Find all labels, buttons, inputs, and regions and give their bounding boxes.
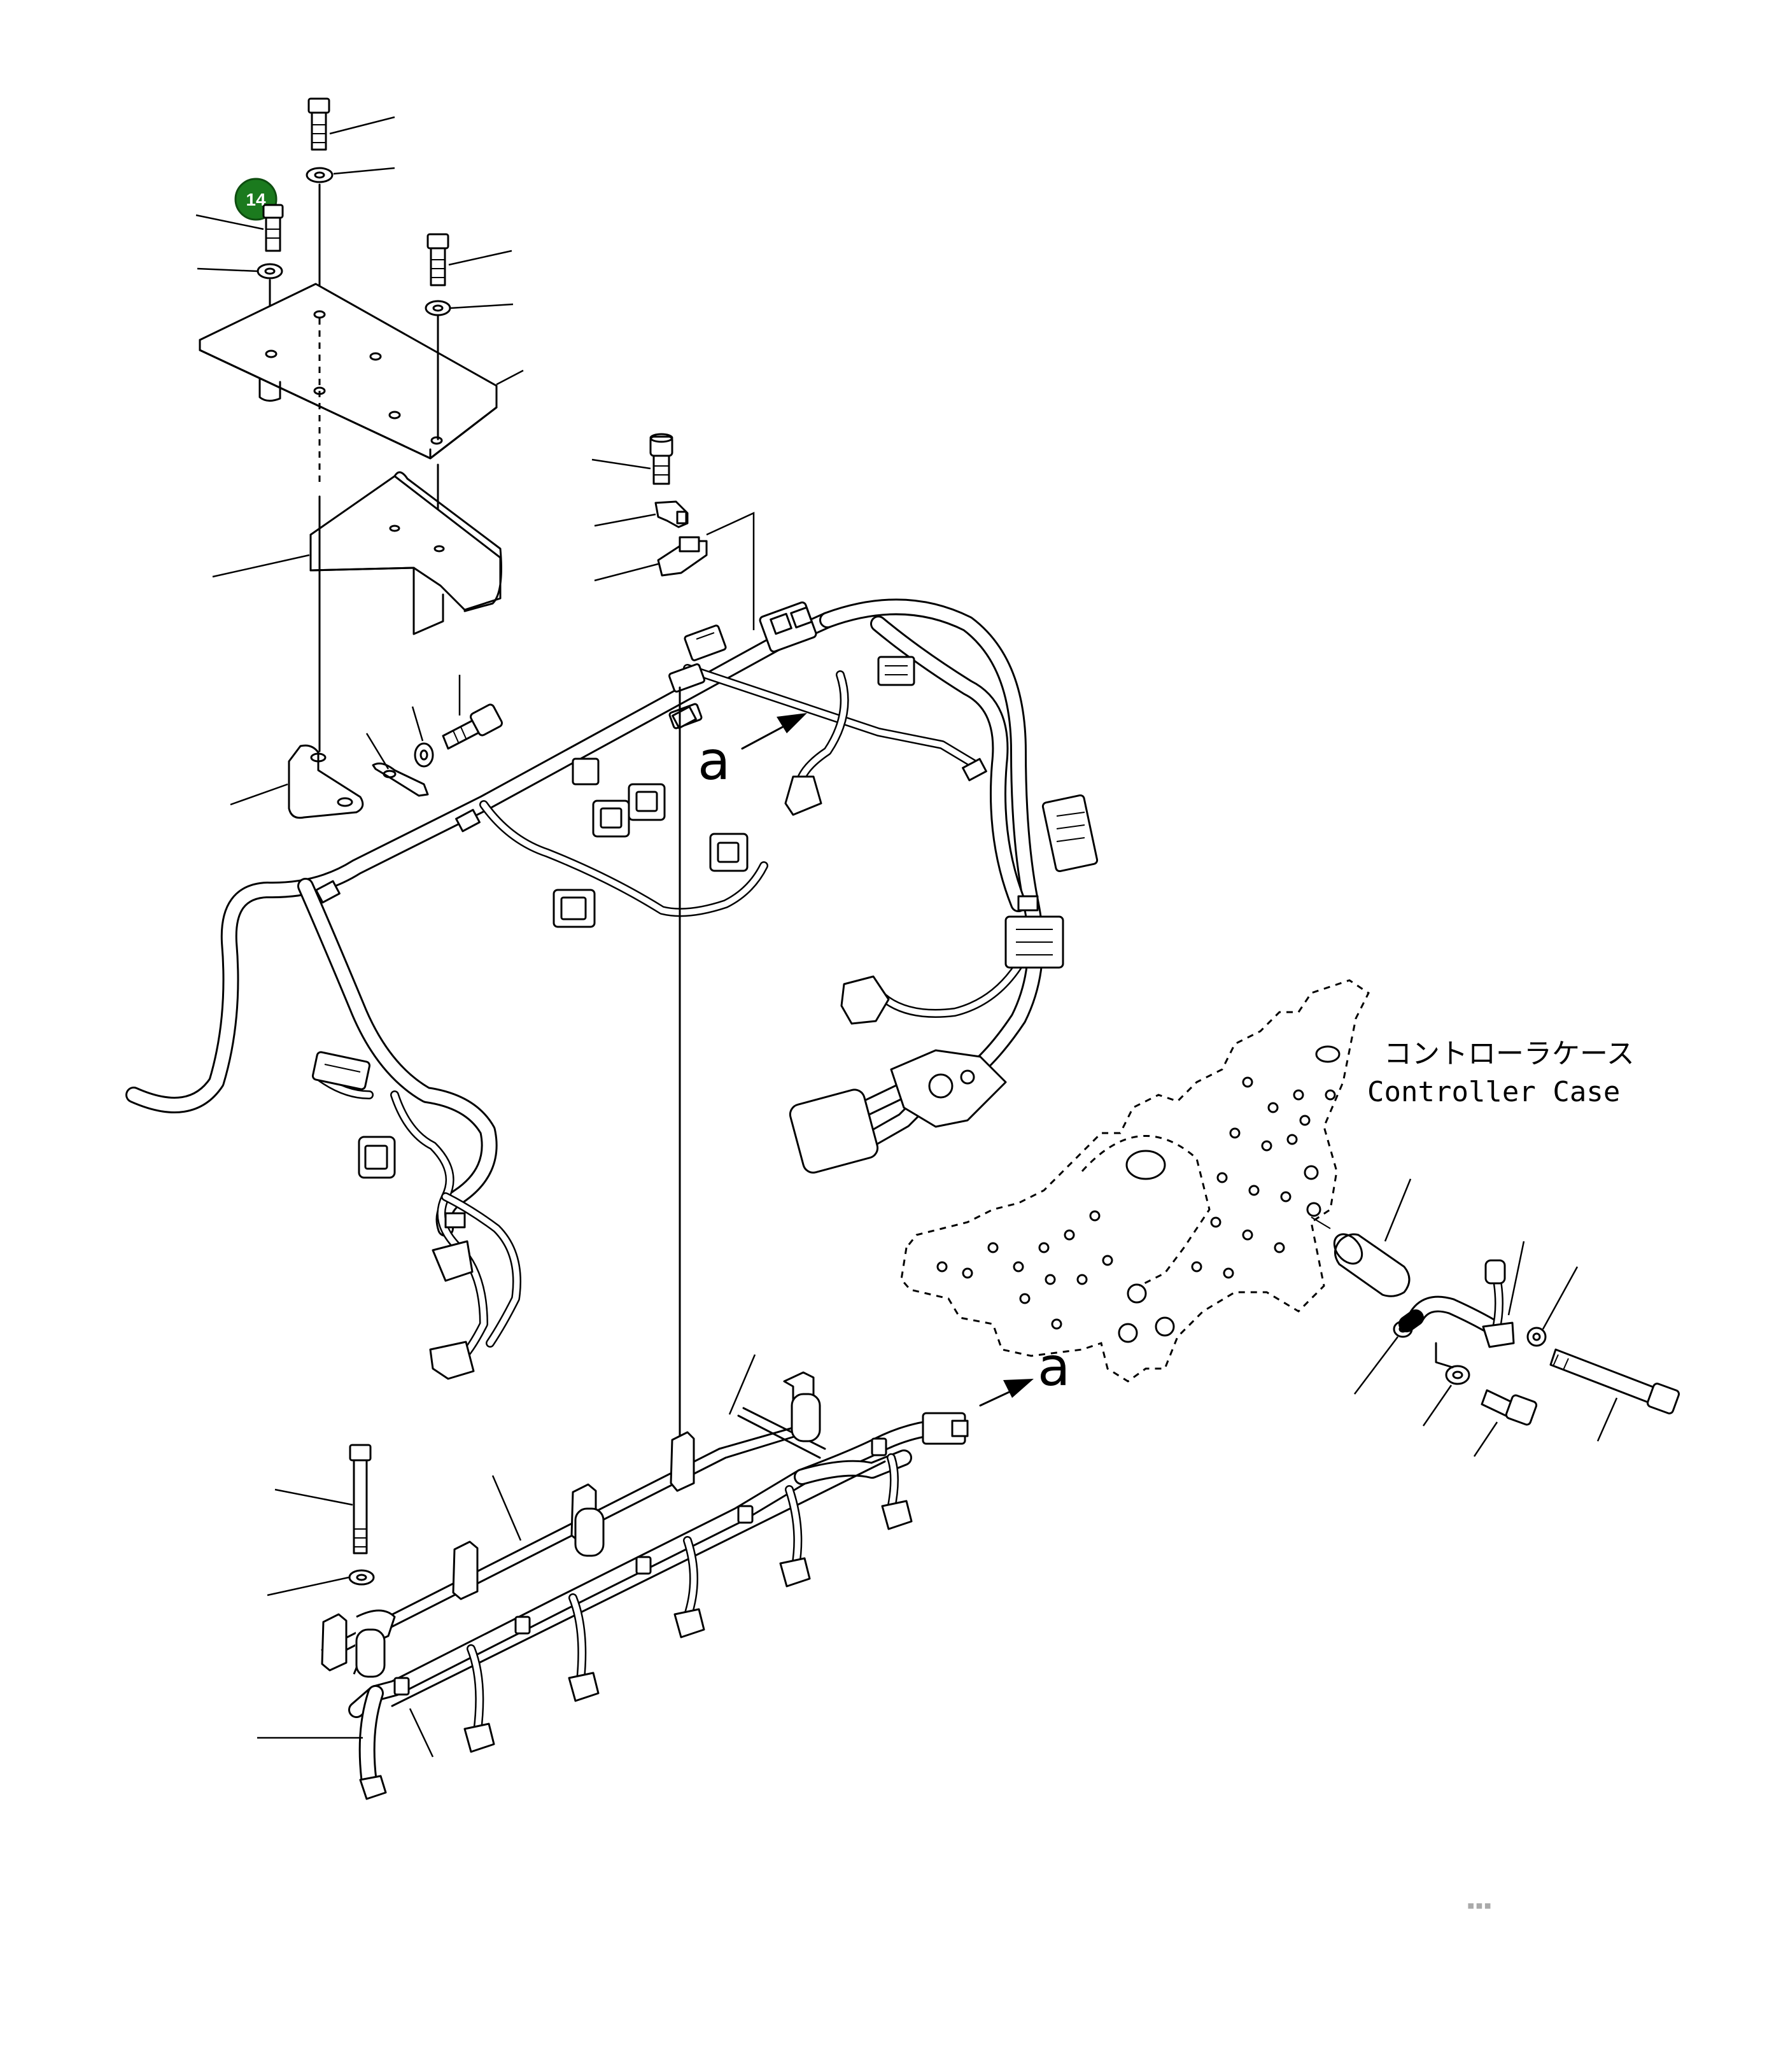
footer-mark: ▪▪▪: [1467, 1898, 1492, 1913]
connector-right-a: [1041, 794, 1099, 873]
connector-small-mid: [709, 833, 749, 872]
lower-harness: [348, 1412, 969, 1791]
bolt-top-center: [307, 97, 330, 151]
connector-right-b: [1004, 915, 1064, 969]
junction-block: [890, 1049, 1007, 1128]
washer-right-top: [425, 300, 451, 316]
view-label-upper: a: [698, 729, 730, 792]
lower-drop-connectors: [359, 1437, 913, 1800]
branch-wires: [314, 664, 1036, 1367]
view-label-lower: a: [1038, 1336, 1070, 1398]
lower-rail-frame: [321, 1371, 826, 1678]
washer-right-2: [1526, 1327, 1547, 1347]
controller-case-label-en: Controller Case: [1367, 1076, 1620, 1108]
arrow-icon-lower: [979, 1379, 1034, 1407]
washer-right-3: [1445, 1365, 1470, 1385]
long-bolt-lower: [349, 1444, 372, 1554]
clip-connector: [657, 536, 708, 577]
bolt-right-long: [1549, 1348, 1680, 1414]
arrow-icon: [741, 713, 807, 750]
mounting-plate: [199, 283, 498, 460]
connector-cluster: [572, 758, 666, 838]
connector-left-mid: [553, 889, 596, 928]
connector-lower-left-d: [429, 1341, 475, 1380]
washer-right-1: [1393, 1320, 1413, 1338]
bolt-left-14: [262, 204, 284, 252]
connector-big-left: [789, 1089, 879, 1174]
connector-top-b: [759, 601, 817, 653]
connector-top-a: [684, 624, 727, 661]
bolt-mid: [442, 703, 503, 750]
washer-left: [257, 263, 283, 279]
connector-hanging: [784, 775, 822, 816]
controller-case-label-jp: コントローラケース: [1384, 1038, 1635, 1070]
angle-bracket: [288, 744, 364, 819]
ground-cable: [1398, 1259, 1515, 1348]
harness-clamps: [315, 705, 1039, 1229]
svg-text:▪▪▪: ▪▪▪: [1467, 1898, 1492, 1913]
washer-mid: [414, 742, 434, 768]
connector-top-c: [877, 656, 915, 686]
connector-right-c: [840, 975, 890, 1025]
u-bracket: [309, 471, 502, 635]
connector-lower-left: [311, 1051, 371, 1090]
clip-plate: [654, 500, 689, 528]
connector-lower-left-b: [358, 1136, 396, 1179]
connector-mid-a: [668, 663, 705, 693]
bolt-right-short: [1481, 1389, 1538, 1426]
washer-top-center: [306, 167, 334, 183]
bolt-right-top: [426, 233, 449, 286]
controller-case-plate: [900, 979, 1370, 1383]
small-clamp: [372, 762, 429, 797]
washer-lower: [348, 1569, 375, 1586]
connector-lower-left-c: [432, 1240, 474, 1282]
spacer-sleeve: [1333, 1233, 1411, 1297]
socket-bolt: [649, 433, 673, 485]
